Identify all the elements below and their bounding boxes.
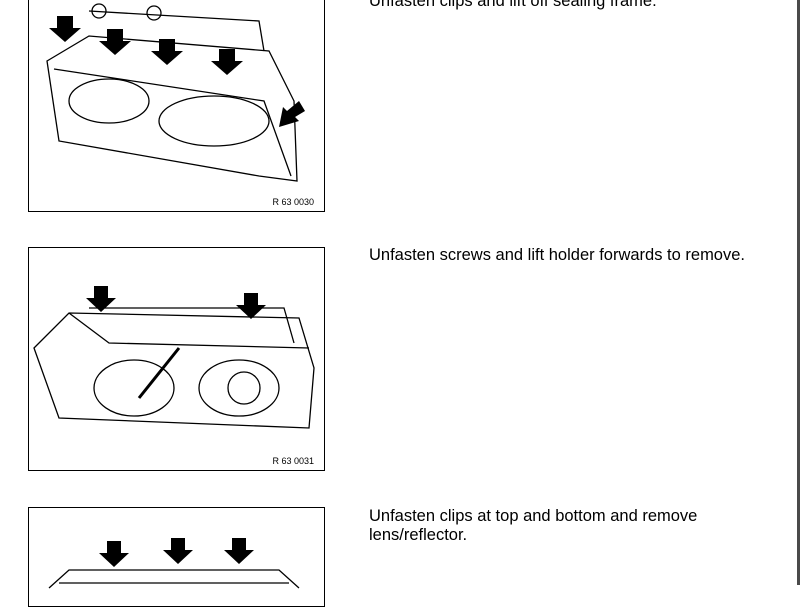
figure-sealing-frame: R 63 0030	[28, 0, 325, 212]
figure-holder: R 63 0031	[28, 247, 325, 471]
figure-lens-reflector	[28, 507, 325, 607]
arrow-icons	[99, 538, 254, 567]
step-text: Unfasten clips and lift off sealing fram…	[369, 0, 657, 10]
step-text: Unfasten clips at top and bottom and rem…	[369, 507, 698, 544]
figure-ref: R 63 0031	[272, 456, 314, 466]
headlight-illustration	[33, 286, 315, 429]
figure-ref: R 63 0030	[272, 197, 314, 207]
arrow-icons	[49, 16, 305, 127]
window-edge-scrollbar[interactable]	[797, 0, 800, 585]
arrow-icons	[86, 286, 266, 319]
headlight-illustration	[48, 538, 300, 589]
step-text: Unfasten screws and lift holder forwards…	[369, 246, 745, 264]
headlight-illustration	[46, 3, 305, 182]
